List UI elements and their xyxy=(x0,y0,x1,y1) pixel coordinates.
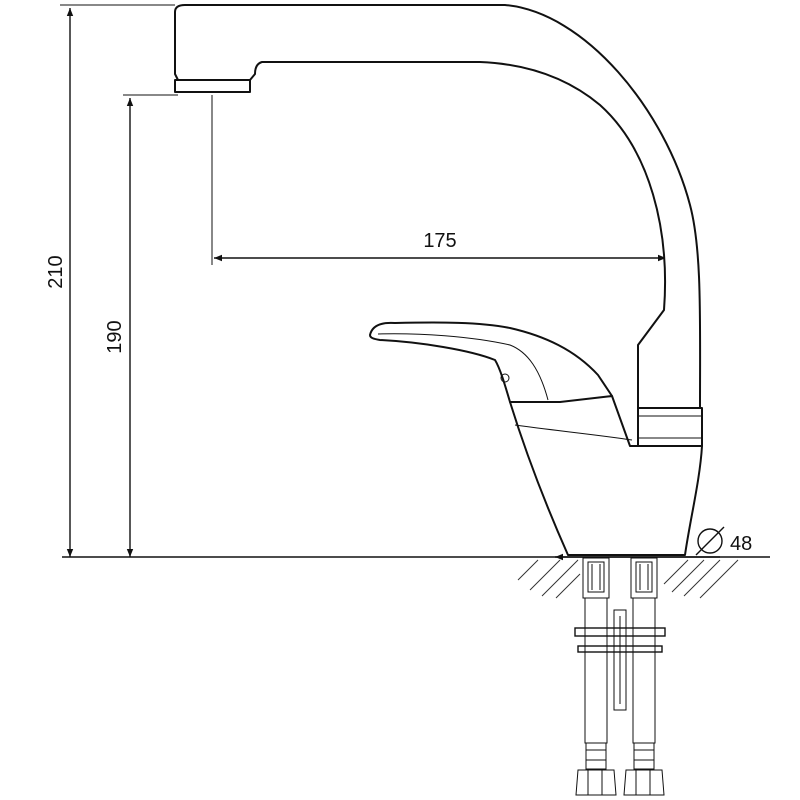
total-height-label: 210 xyxy=(45,255,67,288)
mount-hole-label: 48 xyxy=(730,533,752,555)
supply-hose-right xyxy=(623,557,665,796)
spout-height-label: 190 xyxy=(104,320,126,353)
supply-hose-left xyxy=(575,557,617,796)
dimension-spout-height: 190 xyxy=(104,94,178,557)
supply-hoses xyxy=(574,557,666,796)
spout xyxy=(174,4,702,409)
dimension-spout-reach: 175 xyxy=(211,95,669,268)
aerator xyxy=(174,79,251,93)
mounting-stud xyxy=(574,609,666,711)
countertop-hatching xyxy=(517,559,739,599)
dimension-total-height: 210 xyxy=(45,4,175,557)
diameter-symbol-icon xyxy=(695,526,725,556)
lever-handle xyxy=(369,321,613,403)
spout-reach-label: 175 xyxy=(423,230,456,252)
faucet-body xyxy=(174,4,703,556)
mount-hole-callout: 48 xyxy=(555,526,752,561)
swivel-collar xyxy=(637,407,703,447)
